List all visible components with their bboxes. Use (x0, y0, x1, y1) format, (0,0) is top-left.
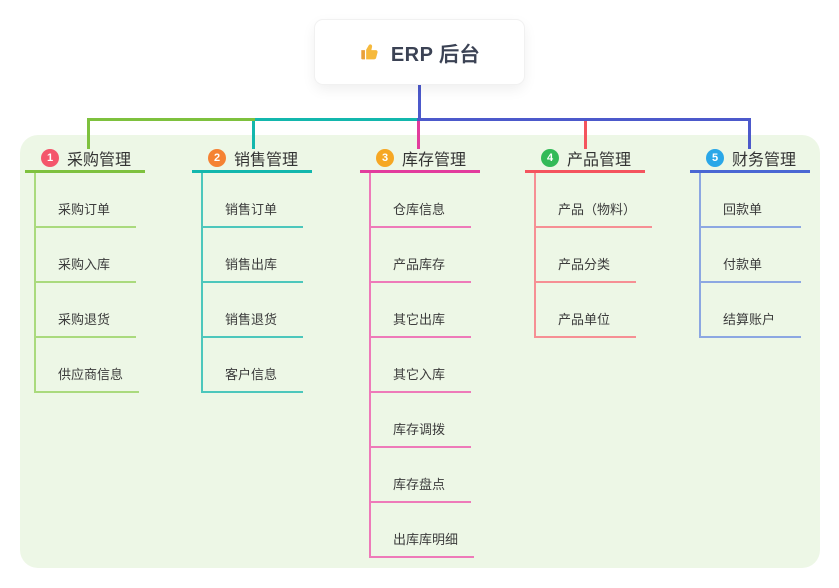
branch-title-label: 销售管理 (234, 152, 299, 169)
child-node[interactable]: 产品分类 (536, 228, 636, 283)
branch-column-sales: 2 销售管理销售订单销售出库销售退货客户信息 (192, 149, 313, 393)
child-node[interactable]: 产品库存 (371, 228, 471, 283)
branch-column-inventory: 3 库存管理仓库信息产品库存其它出库其它入库库存调拨库存盘点出库库明细 (360, 149, 481, 558)
connector-root-drop (418, 84, 421, 121)
thumbs-up-icon (359, 41, 381, 63)
child-node[interactable]: 销售订单 (203, 173, 303, 228)
child-node-label: 产品单位 (558, 312, 611, 327)
child-node-label: 产品分类 (558, 257, 611, 272)
branch-title-label: 库存管理 (402, 152, 467, 169)
child-node[interactable]: 产品单位 (536, 283, 636, 338)
branch-title-inventory[interactable]: 3 库存管理 (360, 149, 481, 173)
child-node-label: 采购入库 (58, 257, 111, 272)
child-node[interactable]: 其它入库 (371, 338, 471, 393)
branch-number-badge: 1 (41, 149, 59, 167)
child-node-label: 付款单 (723, 257, 763, 272)
child-node-label: 采购退货 (58, 312, 111, 327)
connector-drop-purchase (87, 118, 90, 149)
branch-title-purchase[interactable]: 1 采购管理 (25, 149, 146, 173)
child-node-label: 仓库信息 (393, 202, 446, 217)
child-node[interactable]: 产品（物料） (536, 173, 653, 228)
branch-number-badge: 3 (376, 149, 394, 167)
child-node-label: 回款单 (723, 202, 763, 217)
branch-column-product: 4 产品管理产品（物料） 产品分类产品单位 (525, 149, 653, 338)
branch-number-badge: 4 (541, 149, 559, 167)
child-node[interactable]: 其它出库 (371, 283, 471, 338)
child-node-label: 销售退货 (225, 312, 278, 327)
branch-title-finance[interactable]: 5 财务管理 (690, 149, 811, 173)
branch-children-sales: 销售订单销售出库销售退货客户信息 (201, 173, 303, 393)
child-node[interactable]: 结算账户 (701, 283, 801, 338)
child-node[interactable]: 仓库信息 (371, 173, 471, 228)
branch-title-label: 采购管理 (67, 152, 132, 169)
branch-column-finance: 5 财务管理回款单付款单结算账户 (690, 149, 811, 338)
child-node[interactable]: 供应商信息 (36, 338, 140, 393)
connector-horizontal-middle (255, 118, 417, 121)
branch-number-badge: 5 (706, 149, 724, 167)
child-node-label: 产品（物料） (558, 202, 637, 217)
connector-drop-product (584, 118, 587, 149)
child-node-label: 其它入库 (393, 367, 446, 382)
connector-horizontal-left (87, 118, 255, 121)
connector-horizontal-right (417, 118, 751, 121)
root-node[interactable]: ERP 后台 (315, 20, 524, 84)
child-node-label: 销售订单 (225, 202, 278, 217)
child-node-label: 其它出库 (393, 312, 446, 327)
branch-column-purchase: 1 采购管理采购订单采购入库采购退货供应商信息 (25, 149, 146, 393)
child-node[interactable]: 库存盘点 (371, 448, 471, 503)
child-node[interactable]: 回款单 (701, 173, 801, 228)
child-node[interactable]: 销售出库 (203, 228, 303, 283)
child-node[interactable]: 客户信息 (203, 338, 303, 393)
child-node-label: 库存调拨 (393, 422, 446, 437)
child-node[interactable]: 付款单 (701, 228, 801, 283)
child-node[interactable]: 采购入库 (36, 228, 136, 283)
child-node-label: 客户信息 (225, 367, 278, 382)
child-node-label: 销售出库 (225, 257, 278, 272)
branch-children-product: 产品（物料） 产品分类产品单位 (534, 173, 653, 338)
child-node-label: 库存盘点 (393, 477, 446, 492)
child-node-label: 结算账户 (723, 312, 776, 327)
child-node-label: 产品库存 (393, 257, 446, 272)
branch-number-badge: 2 (208, 149, 226, 167)
connector-drop-inventory (417, 118, 420, 149)
child-node-label: 出库库明细 (393, 532, 459, 547)
branches-panel (20, 135, 820, 568)
child-node[interactable]: 出库库明细 (371, 503, 475, 558)
child-node-label: 供应商信息 (58, 367, 124, 382)
child-node-label: 采购订单 (58, 202, 111, 217)
connector-drop-finance (748, 118, 751, 149)
branch-title-label: 财务管理 (732, 152, 797, 169)
branch-children-inventory: 仓库信息产品库存其它出库其它入库库存调拨库存盘点出库库明细 (369, 173, 475, 558)
branch-children-finance: 回款单付款单结算账户 (699, 173, 801, 338)
branch-title-product[interactable]: 4 产品管理 (525, 149, 646, 173)
branch-children-purchase: 采购订单采购入库采购退货供应商信息 (34, 173, 140, 393)
root-title: ERP 后台 (390, 43, 481, 66)
child-node[interactable]: 采购退货 (36, 283, 136, 338)
child-node[interactable]: 销售退货 (203, 283, 303, 338)
branch-title-sales[interactable]: 2 销售管理 (192, 149, 313, 173)
branch-title-label: 产品管理 (567, 152, 632, 169)
connector-drop-sales (252, 118, 255, 149)
child-node[interactable]: 库存调拨 (371, 393, 471, 448)
child-node[interactable]: 采购订单 (36, 173, 136, 228)
